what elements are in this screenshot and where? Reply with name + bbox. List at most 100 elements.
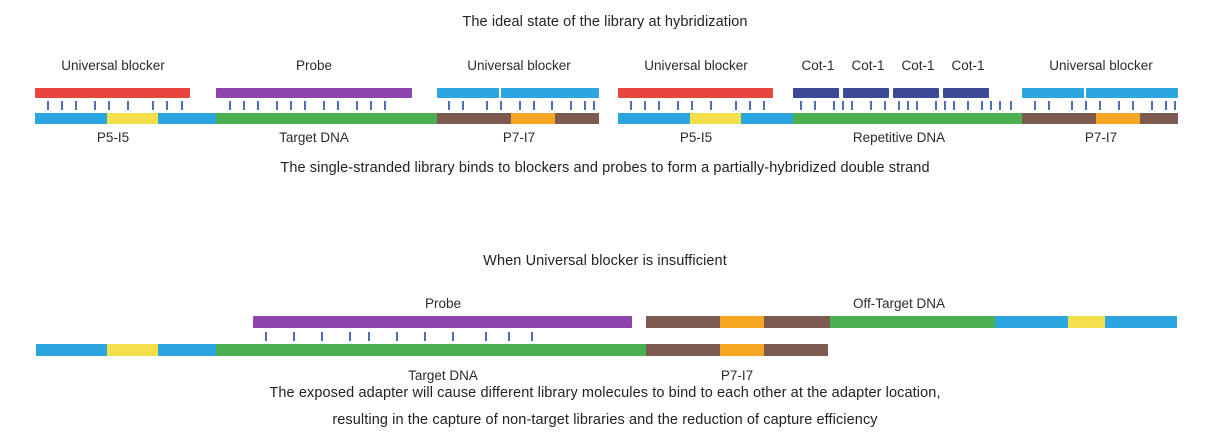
ticks-universal-blocker-red-left-6 — [152, 101, 154, 110]
ticks-universal-blocker-red-left-0 — [47, 101, 49, 110]
ticks-universal-blocker-blue-left-6 — [551, 101, 553, 110]
p7-adapter-left — [437, 113, 511, 124]
offtarget-i5-index — [1068, 316, 1105, 328]
probe-purple-left — [216, 88, 412, 98]
ticks-universal-blocker-red-left-2 — [75, 101, 77, 110]
ticks-probe-left-4 — [290, 101, 292, 110]
ticks-universal-blocker-blue-right-3 — [1071, 101, 1073, 110]
ticks-cot1-region-9 — [916, 101, 918, 110]
ticks-universal-blocker-blue-left-5 — [533, 101, 535, 110]
library-p5-adapter-2 — [158, 344, 216, 356]
ticks-universal-blocker-red-left-1 — [61, 101, 63, 110]
library-p5-adapter — [36, 344, 107, 356]
ticks-universal-blocker-blue-right-10 — [1174, 101, 1176, 110]
ticks-cot1-region-2 — [833, 101, 835, 110]
repetitive-dna — [793, 113, 1022, 124]
ticks-universal-blocker-blue-right-6 — [1118, 101, 1120, 110]
top-blocker-label-8: Universal blocker — [1049, 58, 1153, 73]
ticks-probe-bottom-0 — [265, 332, 267, 341]
ticks-universal-blocker-red-left-8 — [181, 101, 183, 110]
p5-adapter-right — [618, 113, 690, 124]
ticks-universal-blocker-red-right-2 — [658, 101, 660, 110]
ticks-probe-left-5 — [304, 101, 306, 110]
cot1-blocker-3 — [893, 88, 939, 98]
ticks-cot1-region-3 — [842, 101, 844, 110]
top-blocker-label-1: Probe — [295, 58, 333, 73]
ticks-cot1-region-5 — [870, 101, 872, 110]
top-blocker-label-0: Universal blocker — [61, 58, 165, 73]
offtarget-i7-index — [720, 316, 764, 328]
ticks-universal-blocker-blue-right-5 — [1099, 101, 1101, 110]
universal-blocker-blue-right-a — [1022, 88, 1084, 98]
library-i7-index — [720, 344, 764, 356]
ticks-cot1-region-1 — [814, 101, 816, 110]
top-strand-label-3: P5-I5 — [679, 130, 713, 145]
ticks-probe-bottom-5 — [396, 332, 398, 341]
ticks-cot1-region-11 — [944, 101, 946, 110]
universal-blocker-blue-right-b — [1086, 88, 1178, 98]
library-i5-index — [107, 344, 158, 356]
ticks-universal-blocker-blue-left-1 — [462, 101, 464, 110]
ticks-cot1-region-13 — [967, 101, 969, 110]
ticks-probe-left-8 — [356, 101, 358, 110]
bottom-lower-label-1: P7-I7 — [720, 368, 754, 383]
ticks-universal-blocker-red-right-3 — [677, 101, 679, 110]
p7-adapter-right-2 — [1140, 113, 1178, 124]
ticks-probe-bottom-4 — [368, 332, 370, 341]
ticks-probe-bottom-10 — [531, 332, 533, 341]
ticks-probe-left-0 — [229, 101, 231, 110]
ticks-cot1-region-0 — [800, 101, 802, 110]
ticks-universal-blocker-red-right-5 — [710, 101, 712, 110]
ticks-universal-blocker-red-right-0 — [630, 101, 632, 110]
ticks-probe-left-6 — [323, 101, 325, 110]
ticks-cot1-region-10 — [935, 101, 937, 110]
ticks-probe-left-9 — [370, 101, 372, 110]
panel-bottom-caption-line1: The exposed adapter will cause different… — [269, 385, 941, 401]
ticks-universal-blocker-red-right-8 — [763, 101, 765, 110]
ticks-probe-bottom-8 — [485, 332, 487, 341]
ticks-universal-blocker-red-left-7 — [166, 101, 168, 110]
ticks-universal-blocker-red-right-4 — [691, 101, 693, 110]
ticks-probe-left-1 — [243, 101, 245, 110]
offtarget-p7-adapter-2 — [764, 316, 830, 328]
target-dna-left — [216, 113, 437, 124]
ticks-universal-blocker-blue-left-8 — [584, 101, 586, 110]
ticks-universal-blocker-red-right-1 — [644, 101, 646, 110]
bottom-upper-label-1: Off-Target DNA — [852, 296, 946, 311]
p5-adapter-right-2 — [741, 113, 793, 124]
ticks-probe-left-2 — [257, 101, 259, 110]
ticks-cot1-region-8 — [907, 101, 909, 110]
p7-adapter-right — [1022, 113, 1096, 124]
panel-ideal-state: The ideal state of the library at hybrid… — [0, 0, 1210, 200]
ticks-universal-blocker-blue-left-9 — [593, 101, 595, 110]
p7-adapter-left-2 — [555, 113, 599, 124]
ticks-probe-left-10 — [384, 101, 386, 110]
ticks-universal-blocker-blue-right-0 — [1010, 101, 1012, 110]
library-p7-adapter — [646, 344, 720, 356]
top-blocker-label-7: Cot-1 — [951, 58, 985, 73]
top-strand-label-2: P7-I7 — [502, 130, 536, 145]
i7-index-right — [1096, 113, 1140, 124]
offtarget-p7-adapter — [646, 316, 720, 328]
ticks-universal-blocker-blue-right-1 — [1034, 101, 1036, 110]
probe-purple-bottom — [253, 316, 632, 328]
ticks-universal-blocker-blue-left-2 — [486, 101, 488, 110]
ticks-universal-blocker-red-left-5 — [127, 101, 129, 110]
ticks-universal-blocker-blue-right-9 — [1165, 101, 1167, 110]
universal-blocker-blue-left-a — [437, 88, 499, 98]
ticks-cot1-region-7 — [898, 101, 900, 110]
ticks-probe-bottom-6 — [424, 332, 426, 341]
ticks-probe-left-3 — [276, 101, 278, 110]
library-target-dna — [216, 344, 646, 356]
ticks-cot1-region-15 — [990, 101, 992, 110]
panel-bottom-caption-line2: resulting in the capture of non-target l… — [332, 412, 878, 428]
top-strand-label-1: Target DNA — [279, 130, 349, 145]
ticks-universal-blocker-blue-right-8 — [1151, 101, 1153, 110]
ticks-universal-blocker-blue-right-4 — [1085, 101, 1087, 110]
top-blocker-label-5: Cot-1 — [851, 58, 885, 73]
ticks-probe-bottom-1 — [293, 332, 295, 341]
top-strand-label-0: P5-I5 — [96, 130, 130, 145]
ticks-universal-blocker-blue-right-7 — [1132, 101, 1134, 110]
ticks-probe-bottom-7 — [452, 332, 454, 341]
top-blocker-label-2: Universal blocker — [467, 58, 571, 73]
